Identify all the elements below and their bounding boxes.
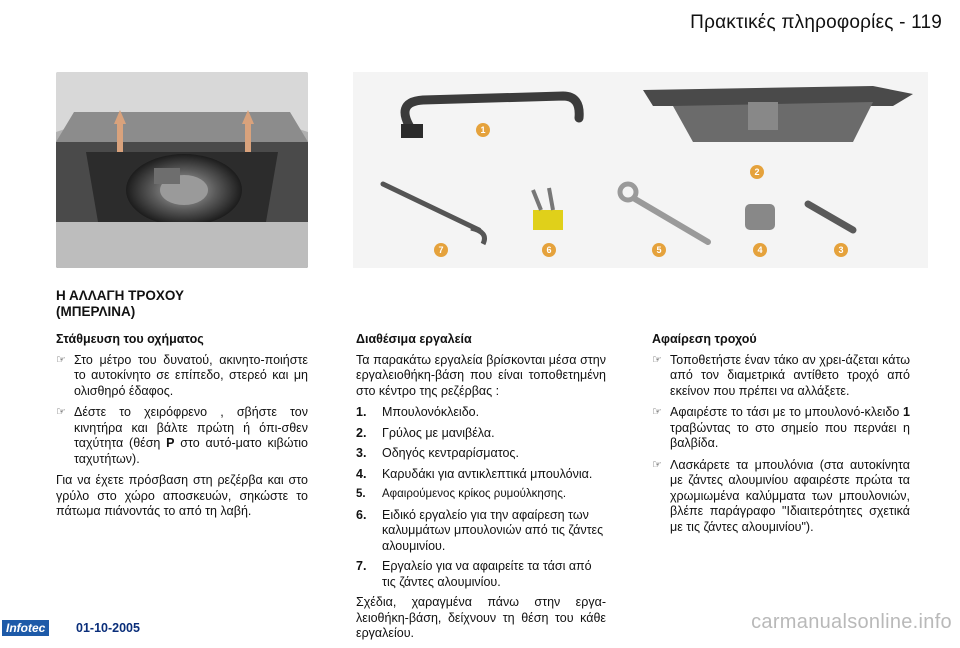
access-paragraph: Για να έχετε πρόσβαση στη ρεζέρβα και στ… [56, 473, 308, 518]
tool-item: 5.Αφαιρούμενος κρίκος ρυμούλκησης. [356, 488, 567, 500]
tool-label-4: 4 [757, 245, 762, 255]
tools-illustration: 1 2 3 4 5 6 7 [353, 72, 928, 268]
wheel-removal-heading: Αφαίρεση τροχού [652, 332, 757, 346]
tool-item: 1.Μπουλονόκλειδο. [356, 405, 480, 419]
tools-heading: Διαθέσιμα εργαλεία [356, 332, 472, 346]
hand-pointer-icon: ☞ [652, 353, 662, 366]
column-wheel-removal: Αφαίρεση τροχού ☞ Τοποθετήστε έναν τάκο … [652, 332, 910, 541]
bullet-item: ☞ Λασκάρετε τα μπουλόνια (στα αυτοκίνητα… [652, 457, 910, 534]
tool-label-5: 5 [656, 245, 661, 255]
bullet-item: ☞ Δέστε το χειρόφρενο , σβήστε τον κινητ… [56, 405, 308, 466]
footer-date: 01-10-2005 [76, 621, 140, 635]
bullet-item: ☞ Τοποθετήστε έναν τάκο αν χρει-άζεται κ… [652, 352, 910, 398]
tools-outro: Σχέδια, χαραγμένα πάνω στην εργα-λειοθήκ… [356, 595, 606, 640]
infotec-logo: Infotec [2, 620, 50, 636]
tool-label-1: 1 [480, 125, 485, 135]
section-title: Η ΑΛΛΑΓΗ ΤΡΟΧΟΥ (ΜΠΕΡΛΙΝΑ) [56, 288, 185, 319]
column-parking: Στάθμευση του οχήματος ☞ Στο μέτρο του δ… [56, 332, 308, 526]
trunk-photo [56, 72, 308, 268]
watermark: carmanualsonline.info [751, 611, 952, 633]
tool-item: 3.Οδηγός κεντραρίσματος. [356, 446, 519, 460]
tool-label-2: 2 [754, 167, 759, 177]
bullet-item: ☞ Στο μέτρο του δυνατού, ακινητο-ποιήστε… [56, 352, 308, 398]
tool-label-7: 7 [438, 245, 443, 255]
tools-intro: Τα παρακάτω εργαλεία βρίσκονται μέσα στη… [356, 352, 606, 398]
tool-item: 2.Γρύλος με μανιβέλα. [356, 425, 495, 440]
tool-item: 7.Εργαλείο για να αφαιρείτε τα τάσι από … [356, 559, 592, 589]
hand-pointer-icon: ☞ [56, 406, 66, 418]
tool-label-6: 6 [546, 245, 551, 255]
tool-item: 4.Καρυδάκι για αντικλεπτικά μπουλόνια. [356, 466, 593, 481]
bullet-item: ☞ Αφαιρέστε το τάσι με το μπουλονό-κλειδ… [652, 405, 910, 450]
hand-pointer-icon: ☞ [652, 406, 662, 418]
hand-pointer-icon: ☞ [56, 353, 66, 366]
parking-heading: Στάθμευση του οχήματος [56, 332, 204, 346]
tool-label-3: 3 [838, 245, 843, 255]
hand-pointer-icon: ☞ [652, 458, 662, 471]
tool-item: 6.Ειδικό εργαλείο για την αφαίρεση των κ… [356, 507, 604, 553]
page-header: Πρακτικές πληροφορίες - 119 [690, 12, 942, 33]
column-tools: Διαθέσιμα εργαλεία Τα παρακάτω εργαλεία … [356, 332, 606, 648]
